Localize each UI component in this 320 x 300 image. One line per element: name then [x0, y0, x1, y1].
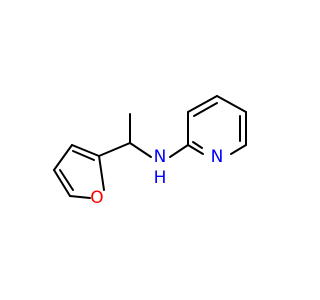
atom-label-o1: O	[90, 188, 103, 208]
bond-c3-c4	[53, 144, 73, 171]
bond-c2-c3	[71, 144, 100, 157]
atom-label-n-amine: N	[154, 147, 167, 167]
molecule-diagram: O N H N	[53, 95, 247, 208]
bond-c4-c5-inner	[59, 169, 74, 191]
bond-py-c3-c4-inner	[193, 102, 218, 117]
bond-py-c3-c4	[187, 95, 218, 113]
bond-py-c6-n	[230, 144, 247, 155]
bond-nh-c2py	[169, 144, 189, 158]
bond-ch-nh	[129, 142, 152, 158]
bond-c4-c5	[53, 169, 71, 197]
atom-label-n-pyridine: N	[211, 147, 224, 167]
structure-canvas: O N H N	[53, 95, 247, 208]
bond-c2-ch	[98, 142, 131, 157]
bond-c5-o1	[69, 195, 91, 199]
bond-o1-c2	[98, 155, 105, 191]
bond-c2-c3-inner	[72, 150, 95, 161]
bond-py-n-c2-inner	[192, 141, 203, 149]
atom-label-h-amine: H	[154, 168, 167, 188]
bond-py-n-c2	[187, 144, 204, 155]
bond-py-c4-c5	[216, 95, 247, 113]
